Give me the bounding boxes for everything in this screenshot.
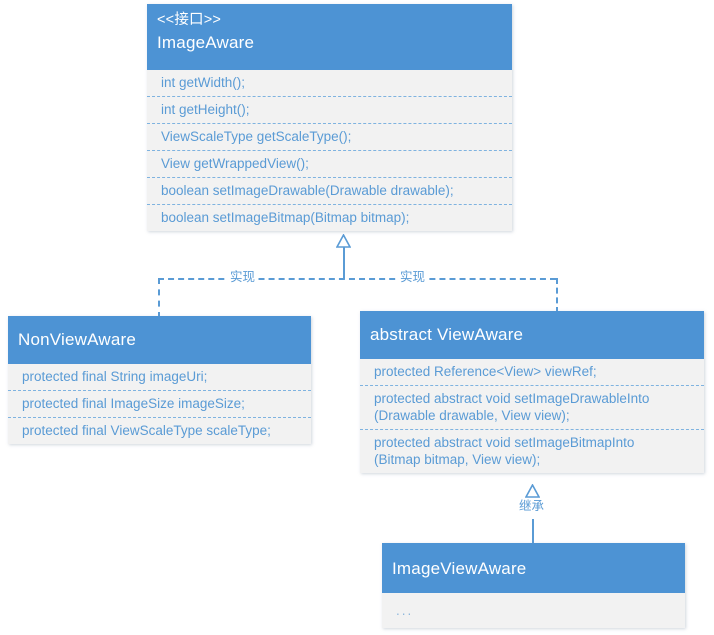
class-member: boolean setImageBitmap(Bitmap bitmap); [147, 204, 512, 231]
realization-horizontal-line [158, 278, 556, 280]
connector-label-inherit: 继承 [517, 499, 547, 513]
class-header-nonviewaware: NonViewAware [8, 316, 311, 364]
class-member: ... [396, 603, 414, 618]
class-stereotype-imageaware: <<接口>> [157, 12, 222, 28]
class-header-viewaware: abstract ViewAware [360, 311, 704, 359]
inheritance-arrowhead-icon [525, 484, 540, 498]
class-member: protected final ImageSize imageSize; [8, 390, 311, 417]
connector-label-realize-right: 实现 [398, 270, 428, 284]
class-member: protected Reference<View> viewRef; [374, 364, 597, 379]
class-member: protected final ViewScaleType scaleType; [8, 417, 311, 444]
class-title-imageviewaware: ImageViewAware [392, 559, 527, 578]
class-title-viewaware: abstract ViewAware [370, 325, 524, 344]
class-box-imageaware[interactable]: <<接口>> ImageAware int getWidth(); int ge… [147, 4, 512, 231]
class-body-imageaware: int getWidth(); int getHeight(); ViewSca… [147, 70, 512, 231]
connector-label-realize-left: 实现 [228, 270, 258, 284]
class-member: int getHeight(); [147, 96, 512, 123]
class-member: protected final String imageUri; [22, 369, 208, 384]
class-body-viewaware: protected Reference<View> viewRef; prote… [360, 359, 704, 473]
class-body-nonviewaware: protected final String imageUri; protect… [8, 364, 311, 444]
class-member: View getWrappedView(); [147, 150, 512, 177]
realization-stem-line [343, 247, 345, 279]
class-box-imageviewaware[interactable]: ImageViewAware ... [382, 543, 685, 628]
class-member: int getWidth(); [161, 75, 246, 90]
class-header-imageaware: <<接口>> ImageAware [147, 4, 512, 70]
realization-left-drop-line [158, 278, 160, 318]
class-member: protected abstract void setImageBitmapIn… [360, 429, 704, 473]
class-body-imageviewaware: ... [382, 593, 685, 628]
inheritance-line [532, 519, 534, 545]
class-title-imageaware: ImageAware [157, 33, 255, 53]
class-member: boolean setImageDrawable(Drawable drawab… [147, 177, 512, 204]
realization-arrowhead-icon [336, 234, 351, 248]
class-member: ViewScaleType getScaleType(); [147, 123, 512, 150]
class-box-nonviewaware[interactable]: NonViewAware protected final String imag… [8, 316, 311, 444]
class-member: protected abstract void setImageDrawable… [360, 385, 704, 429]
class-box-viewaware[interactable]: abstract ViewAware protected Reference<V… [360, 311, 704, 473]
class-title-nonviewaware: NonViewAware [18, 330, 137, 349]
class-header-imageviewaware: ImageViewAware [382, 543, 685, 593]
realization-right-drop-line [556, 278, 558, 313]
